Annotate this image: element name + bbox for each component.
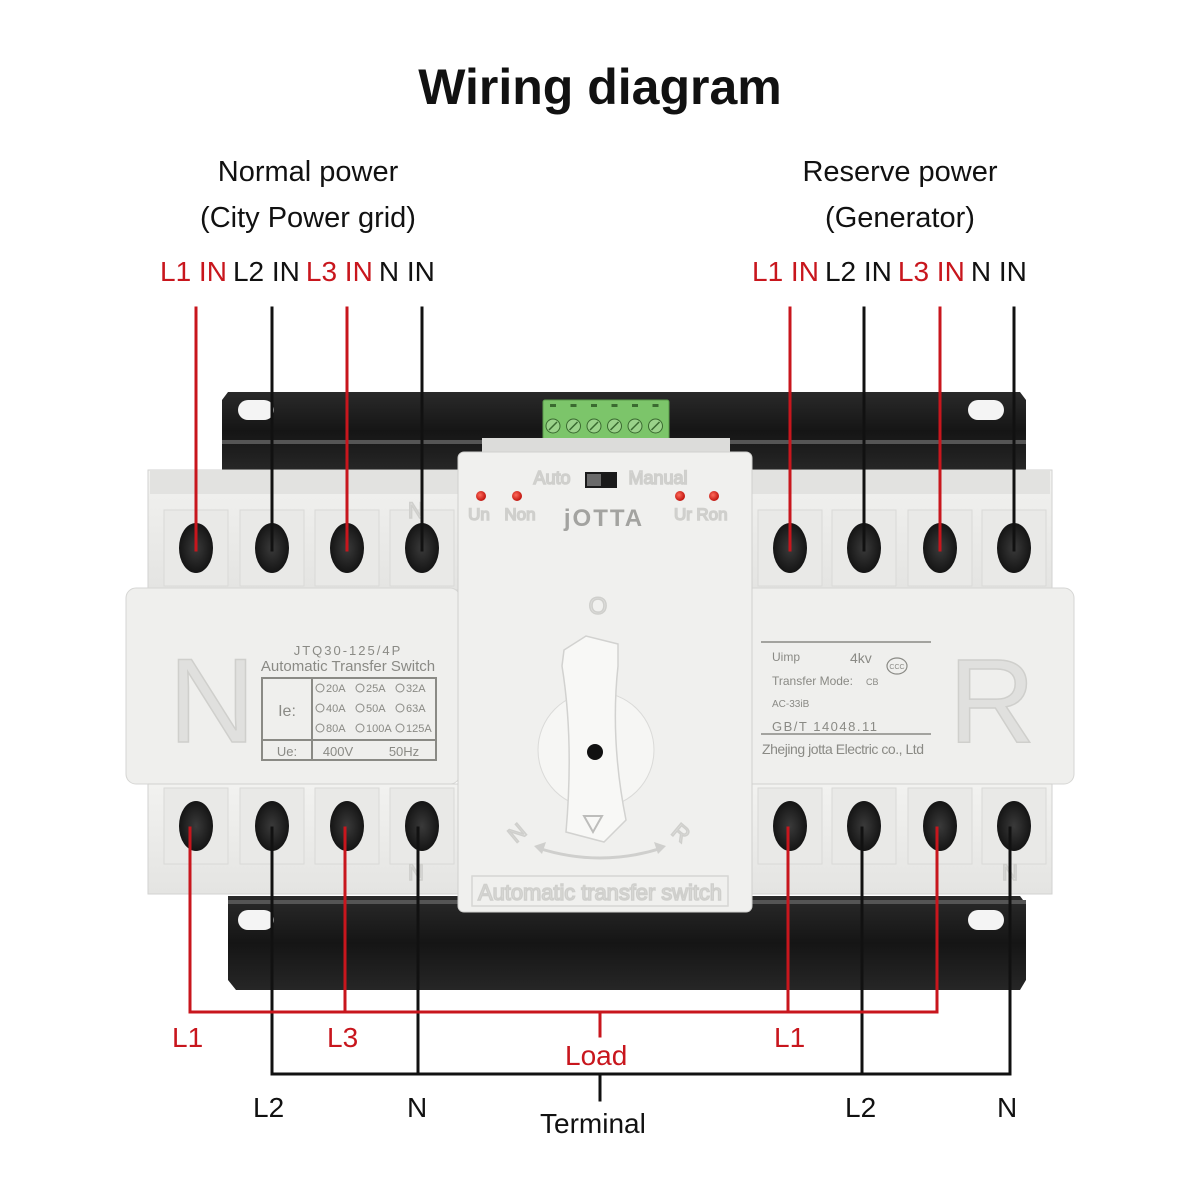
normal-l1-in-label: L1 IN bbox=[160, 256, 227, 287]
normal-power-label: Normal power bbox=[217, 156, 399, 188]
normal-l3-in-label: L3 IN bbox=[305, 256, 373, 287]
ue-frequency: 50Hz bbox=[389, 744, 419, 759]
plate-product-name: Automatic Transfer Switch bbox=[261, 658, 435, 675]
terminal-n-left-label: N bbox=[407, 1092, 428, 1123]
ie-option-radio bbox=[355, 703, 365, 713]
auto-manual-switch[interactable] bbox=[585, 472, 617, 488]
output-terminal-hole bbox=[330, 801, 364, 851]
front-caption: Automatic transfer switch bbox=[478, 880, 722, 905]
ie-option-radio bbox=[315, 683, 325, 693]
transfer-mode-label: Transfer Mode: bbox=[772, 674, 853, 688]
indicator-label-ron: Ron bbox=[696, 505, 727, 524]
reserve-n-in-label: N IN bbox=[970, 256, 1027, 287]
load-l1-left-label: L1 bbox=[172, 1022, 204, 1053]
ccc-cert-icon: CCC bbox=[886, 657, 908, 675]
rotation-arrow-icon bbox=[537, 846, 663, 860]
left-panel-letter-n: N bbox=[169, 634, 256, 768]
reserve-l2-in-label: L2 IN bbox=[824, 256, 892, 287]
load-label: Load bbox=[565, 1040, 628, 1071]
output-terminal-hole bbox=[255, 801, 289, 851]
output-terminal-hole bbox=[847, 801, 881, 851]
output-terminal-hole bbox=[923, 801, 957, 851]
control-terminal-block bbox=[542, 399, 670, 443]
ie-option-label: 25A bbox=[366, 683, 386, 695]
right-panel-letter-r: R bbox=[949, 634, 1036, 768]
handle-pointer-icon bbox=[582, 815, 604, 835]
output-terminal-hole bbox=[179, 801, 213, 851]
ie-option-radio bbox=[315, 703, 325, 713]
indicator-label-un: Un bbox=[468, 505, 490, 524]
uimp-label: Uimp bbox=[772, 650, 800, 664]
brand-logo: jOTTA bbox=[563, 505, 644, 532]
ie-options: 20A 25A 32A 40A 50A 63A 80A 100A 125A bbox=[315, 683, 432, 735]
normal-power-sublabel: (City Power grid) bbox=[200, 202, 416, 234]
rating-plate: JTQ30-125/4P Automatic Transfer Switch I… bbox=[261, 643, 437, 761]
indicator-led-ron bbox=[709, 491, 719, 501]
rotary-handle[interactable] bbox=[561, 635, 627, 843]
auto-mode-label: Auto bbox=[533, 468, 570, 488]
load-l1-right-label: L1 bbox=[774, 1022, 806, 1053]
model-number: JTQ30-125/4P bbox=[294, 643, 403, 658]
indicator-led-ur bbox=[675, 491, 685, 501]
bottom-left-terminal-n-mark: N bbox=[408, 860, 424, 885]
ie-option-label: 80A bbox=[326, 723, 346, 735]
spec-plate: Uimp 4kv CCC Transfer Mode: CB AC-33iB G… bbox=[761, 641, 931, 757]
output-terminal-hole bbox=[405, 801, 439, 851]
ie-option-label: 100A bbox=[366, 723, 392, 735]
normal-l2-in-label: L2 IN bbox=[232, 256, 300, 287]
ie-option-label: 20A bbox=[326, 683, 346, 695]
indicator-led-un bbox=[476, 491, 486, 501]
ue-voltage: 400V bbox=[323, 744, 354, 759]
indicator-label-ur: Ur bbox=[674, 505, 692, 524]
ie-option-radio bbox=[315, 723, 325, 733]
transfer-mode-value: CB bbox=[866, 677, 879, 687]
manual-mode-label: Manual bbox=[628, 468, 687, 488]
wiring bbox=[188, 306, 1016, 1102]
ie-option-radio bbox=[355, 723, 365, 733]
indicator-led-non bbox=[512, 491, 522, 501]
top-terminal-n-mark: N bbox=[408, 498, 424, 523]
reserve-l1-in-label: L1 IN bbox=[752, 256, 819, 287]
top-right-mount-hole bbox=[968, 400, 1004, 420]
normal-n-in-label: N IN bbox=[378, 256, 435, 287]
output-terminal-hole bbox=[997, 801, 1031, 851]
output-terminal-hole bbox=[773, 801, 807, 851]
ie-option-radio bbox=[395, 703, 405, 713]
ie-option-label: 125A bbox=[406, 723, 432, 735]
ie-option-label: 32A bbox=[406, 683, 426, 695]
terminal-n-right-label: N bbox=[997, 1092, 1018, 1123]
bottom-left-mount-hole bbox=[238, 910, 274, 930]
ie-option-label: 63A bbox=[406, 703, 426, 715]
terminal-label: Terminal bbox=[540, 1108, 646, 1139]
handle-lock-hole bbox=[587, 744, 603, 760]
reserve-power-sublabel: (Generator) bbox=[825, 202, 975, 234]
reserve-power-label: Reserve power bbox=[802, 156, 998, 188]
indicator-label-non: Non bbox=[504, 505, 535, 524]
svg-text:CCC: CCC bbox=[889, 664, 904, 671]
diagram-title: Wiring diagram bbox=[418, 59, 782, 115]
utilisation-category: AC-33iB bbox=[772, 699, 810, 710]
ie-option-label: 50A bbox=[366, 703, 386, 715]
top-left-mount-hole bbox=[238, 400, 274, 420]
ie-option-label: 40A bbox=[326, 703, 346, 715]
terminal-l2-left-label: L2 bbox=[253, 1092, 285, 1123]
bottom-right-mount-hole bbox=[968, 910, 1004, 930]
uimp-value: 4kv bbox=[850, 650, 872, 666]
reserve-l3-in-label: L3 IN bbox=[897, 256, 965, 287]
load-l3-label: L3 bbox=[327, 1022, 359, 1053]
manufacturer-name: Zhejing jotta Electric co., Ltd bbox=[762, 741, 924, 757]
ie-option-radio bbox=[395, 683, 405, 693]
standard-number: GB/T 14048.11 bbox=[772, 719, 878, 734]
ie-option-radio bbox=[395, 723, 405, 733]
terminal-l2-right-label: L2 bbox=[845, 1092, 877, 1123]
ie-option-radio bbox=[355, 683, 365, 693]
ue-label: Ue: bbox=[277, 744, 297, 759]
handle-off-position-label: O bbox=[589, 593, 608, 620]
ie-label: Ie: bbox=[278, 703, 296, 720]
